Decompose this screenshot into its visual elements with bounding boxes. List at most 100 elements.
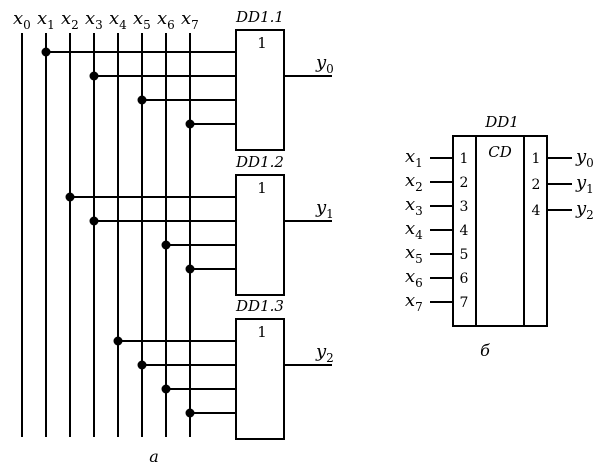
encoder-input-x6: x6 <box>405 266 423 290</box>
junction-dot <box>137 360 147 370</box>
encoder-input-pin: 5 <box>460 247 469 263</box>
input-label-x0: x0 <box>13 8 31 32</box>
encoder-input-x1-sub: 1 <box>415 156 423 170</box>
encoder-input-x3-sub: 3 <box>415 204 423 218</box>
output-label-y1-base: y <box>315 197 327 218</box>
gate-title: DD1.1 <box>235 8 284 26</box>
input-label-x1: x1 <box>37 8 55 32</box>
encoder-output-y2: y2 <box>575 198 594 222</box>
junction-dot <box>161 384 171 394</box>
encoder-input-x6-base: x <box>405 266 415 287</box>
output-label-y1-sub: 1 <box>326 207 334 221</box>
input-label-x2: x2 <box>61 8 79 32</box>
encoder-output-y2-base: y <box>575 198 587 219</box>
input-label-x4-sub: 4 <box>119 18 127 32</box>
encoder-input-x2: x2 <box>405 170 423 194</box>
encoder-input-x7: x7 <box>405 290 423 314</box>
encoder-input-x4: x4 <box>405 218 423 242</box>
input-label-x6: x6 <box>157 8 175 32</box>
gate-title: DD1.3 <box>235 297 284 315</box>
junction-dot <box>41 47 51 57</box>
input-label-x6-sub: 6 <box>167 18 175 32</box>
or-gate-3: DD1.3 1 y2 <box>113 297 334 440</box>
encoder-input-x1: x1 <box>405 146 423 170</box>
encoder-input-x4-base: x <box>405 218 415 239</box>
input-label-x6-base: x <box>157 8 167 29</box>
encoder-input-x2-sub: 2 <box>415 180 423 194</box>
junction-dot <box>185 264 195 274</box>
input-label-x7: x7 <box>181 8 199 32</box>
encoder-output-y0-sub: 0 <box>586 156 594 170</box>
junction-dot <box>185 408 195 418</box>
input-label-x5-sub: 5 <box>143 18 151 32</box>
input-label-x0-base: x <box>13 8 23 29</box>
input-label-x4: x4 <box>109 8 127 32</box>
gate-body <box>235 318 285 440</box>
output-label-y0-base: y <box>315 52 327 73</box>
encoder-input-pin: 6 <box>460 271 469 287</box>
junction-dot <box>65 192 75 202</box>
encoder-input-pin: 3 <box>460 199 469 215</box>
encoder-input-x1-base: x <box>405 146 415 167</box>
figure-a-caption: а <box>149 447 159 466</box>
input-label-x3-base: x <box>85 8 95 29</box>
gate-symbol: 1 <box>257 179 267 197</box>
input-label-x0-sub: 0 <box>23 18 31 32</box>
encoder-input-pin: 7 <box>460 295 469 311</box>
encoder-input-x4-sub: 4 <box>415 228 423 242</box>
encoder-input-pin: 2 <box>460 175 469 191</box>
encoder-input-x5-base: x <box>405 242 415 263</box>
encoder-output-y2-sub: 2 <box>586 208 594 222</box>
input-label-x7-sub: 7 <box>191 18 199 32</box>
junction-dot <box>89 216 99 226</box>
input-label-x3-sub: 3 <box>95 18 103 32</box>
output-label-y2-sub: 2 <box>326 351 334 365</box>
encoder-input-x5-sub: 5 <box>415 252 423 266</box>
output-label-y2-base: y <box>315 341 327 362</box>
encoder-output-y1-sub: 1 <box>586 182 594 196</box>
output-label-y1: y1 <box>315 197 334 221</box>
gate-body <box>235 174 285 296</box>
input-label-x4-base: x <box>109 8 119 29</box>
input-label-x2-base: x <box>61 8 71 29</box>
junction-dot <box>137 95 147 105</box>
encoder-output-y0: y0 <box>575 146 594 170</box>
encoder-input-x5: x5 <box>405 242 423 266</box>
junction-dot <box>185 119 195 129</box>
input-label-x5: x5 <box>133 8 151 32</box>
encoder-input-x7-sub: 7 <box>415 300 423 314</box>
encoder-input-pin: 4 <box>460 223 469 239</box>
junction-dot <box>161 240 171 250</box>
encoder-output-y0-base: y <box>575 146 587 167</box>
gate-body <box>235 29 285 151</box>
figure-b-caption: б <box>480 341 490 360</box>
encoder-output-pin: 1 <box>532 151 541 167</box>
encoder-input-pin: 1 <box>460 151 469 167</box>
gate-symbol: 1 <box>257 34 267 52</box>
encoder-output-pin: 4 <box>532 203 541 219</box>
encoder-input-x3: x3 <box>405 194 423 218</box>
encoder-output-y1-base: y <box>575 172 587 193</box>
input-label-x7-base: x <box>181 8 191 29</box>
input-label-x1-base: x <box>37 8 47 29</box>
junction-dot <box>89 71 99 81</box>
encoder-body <box>452 135 548 327</box>
output-label-y2: y2 <box>315 341 334 365</box>
gate-symbol: 1 <box>257 323 267 341</box>
junction-dot <box>113 336 123 346</box>
input-label-x5-base: x <box>133 8 143 29</box>
or-gate-1: DD1.1 1 y0 <box>41 8 334 151</box>
output-label-y0-sub: 0 <box>326 62 334 76</box>
encoder-input-x7-base: x <box>405 290 415 311</box>
input-label-x1-sub: 1 <box>47 18 55 32</box>
encoder-output-y1: y1 <box>575 172 594 196</box>
gate-title: DD1.2 <box>235 153 284 171</box>
encoder-function: CD <box>488 143 512 161</box>
output-label-y0: y0 <box>315 52 334 76</box>
encoder-input-x3-base: x <box>405 194 415 215</box>
encoder-input-x6-sub: 6 <box>415 276 423 290</box>
